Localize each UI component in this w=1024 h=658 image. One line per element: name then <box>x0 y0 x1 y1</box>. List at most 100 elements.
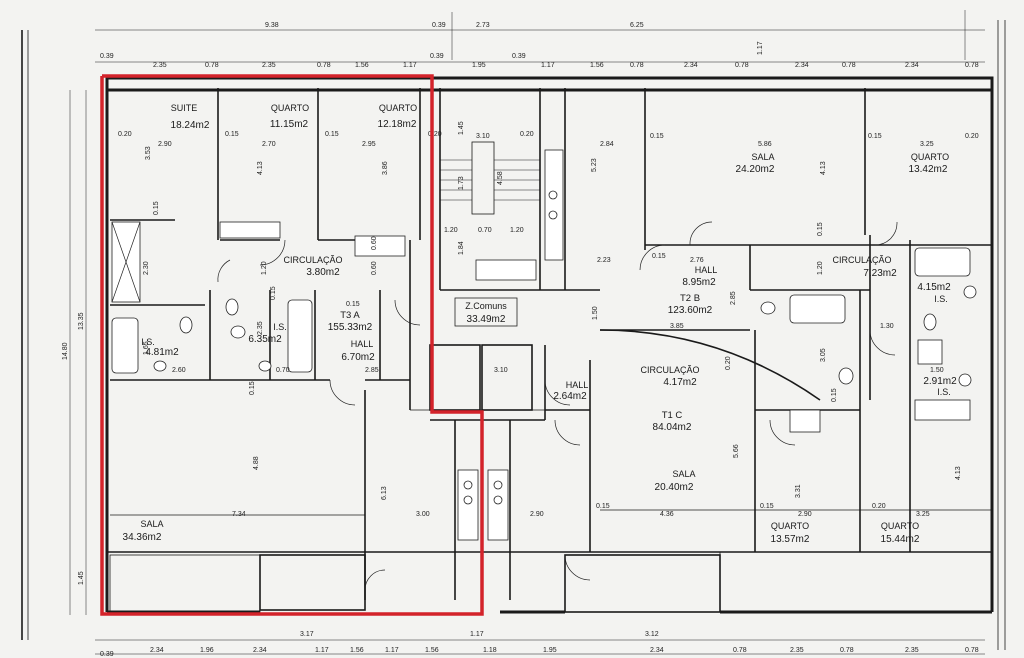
door-icon <box>544 379 571 406</box>
room-name: SALA <box>672 469 695 479</box>
kitchen-counter-icon <box>457 469 479 541</box>
door-icon <box>564 554 591 581</box>
door-icon <box>874 221 898 246</box>
dim-label: 2.95 <box>362 141 376 148</box>
kitchen-counter-icon <box>487 469 509 541</box>
dim-label: 14.80 <box>62 342 69 360</box>
outer-walls <box>105 76 994 614</box>
room-area: 12.18m2 <box>378 119 417 130</box>
common-area-label: Z.Comuns 33.49m2 <box>454 297 518 327</box>
room-area: 13.42m2 <box>909 164 948 175</box>
dim-label: 5.86 <box>758 141 772 148</box>
dim-label: 0.15 <box>868 133 882 140</box>
dim-label: 1.56 <box>355 62 369 69</box>
dim-label: 5.23 <box>591 158 598 172</box>
dim-label: 0.78 <box>205 62 219 69</box>
room-area: 18.24m2 <box>171 120 210 131</box>
dim-label: 2.35 <box>153 62 167 69</box>
dim-label: 2.90 <box>530 511 544 518</box>
dim-label: 1.73 <box>458 176 465 190</box>
dim-label: 1.50 <box>930 367 944 374</box>
dim-label: 1.17 <box>757 41 764 55</box>
dim-label: 1.56 <box>350 647 364 654</box>
room-area: 2.91m2 <box>923 376 957 387</box>
room-name: CIRCULAÇÃO <box>283 255 342 265</box>
dim-label: 0.78 <box>965 62 979 69</box>
door-icon <box>554 419 581 446</box>
dim-label: 0.70 <box>478 227 492 234</box>
dim-label: 0.20 <box>428 131 442 138</box>
dim-label: 0.15 <box>596 503 610 510</box>
dim-label: 2.76 <box>690 257 704 264</box>
bottom-dims: 3.17 1.17 3.12 0.39 2.34 1.96 2.34 1.17 … <box>100 631 979 658</box>
dim-label: 0.20 <box>520 131 534 138</box>
dim-label: 0.60 <box>371 236 378 250</box>
room-area: 4.17m2 <box>663 377 697 388</box>
dim-label: 3.12 <box>645 631 659 638</box>
room-area: 34.36m2 <box>123 532 162 543</box>
room-name: SALA <box>751 152 774 162</box>
room-name: I.S. <box>937 387 951 397</box>
door-icon <box>869 329 896 356</box>
dim-label: 3.00 <box>416 511 430 518</box>
dim-label: 1.56 <box>425 647 439 654</box>
room-area: 33.49m2 <box>467 314 506 325</box>
room-name: I.S. <box>141 337 155 347</box>
sink-icon <box>958 373 972 387</box>
bathtub-icon <box>111 317 139 374</box>
door-icon <box>689 221 713 246</box>
dim-label: 3.53 <box>145 146 152 160</box>
dim-label: 2.23 <box>597 257 611 264</box>
dim-label: 1.20 <box>510 227 524 234</box>
door-icon <box>217 259 231 283</box>
room-name: QUARTO <box>881 521 919 531</box>
wardrobe-icon <box>914 399 971 421</box>
dim-label: 0.15 <box>817 222 824 236</box>
dim-label: 4.13 <box>257 161 264 175</box>
dim-label: 0.15 <box>225 131 239 138</box>
kitchen-counter-icon <box>544 149 564 261</box>
dimension-chains <box>21 10 1006 655</box>
dim-label: 1.17 <box>470 631 484 638</box>
dim-label: 1.17 <box>541 62 555 69</box>
wardrobe-icon <box>789 409 821 433</box>
dim-label: 1.45 <box>458 121 465 135</box>
shower-icon <box>917 339 943 365</box>
dim-label: 3.25 <box>916 511 930 518</box>
toilet-icon <box>179 316 193 334</box>
room-area: 6.70m2 <box>341 352 375 363</box>
dim-label: 0.78 <box>630 62 644 69</box>
room-area: 8.95m2 <box>682 277 716 288</box>
dim-label: 2.35 <box>262 62 276 69</box>
bathtub-icon <box>287 299 313 373</box>
dim-label: 1.45 <box>78 571 85 585</box>
room-area: 13.57m2 <box>771 534 810 545</box>
dim-label: 1.17 <box>385 647 399 654</box>
dim-label: 1.30 <box>880 323 894 330</box>
dim-label: 4.36 <box>660 511 674 518</box>
dim-label: 13.35 <box>78 312 85 330</box>
room-area: 6.35m2 <box>248 334 282 345</box>
dim-label: 3.85 <box>670 323 684 330</box>
bathtub-icon <box>914 247 971 277</box>
dim-label: 1.18 <box>483 647 497 654</box>
door-icon <box>394 299 421 326</box>
dim-label: 0.15 <box>270 286 277 300</box>
inner-dims: 0.20 2.90 0.15 2.70 0.15 2.95 0.20 3.10 … <box>118 121 979 518</box>
dim-label: 0.15 <box>760 503 774 510</box>
dim-label: 0.20 <box>118 131 132 138</box>
dim-label: 0.20 <box>872 503 886 510</box>
room-name: QUARTO <box>911 152 949 162</box>
dim-label: 5.66 <box>733 444 740 458</box>
dim-label: 2.34 <box>650 647 664 654</box>
dim-label: 2.84 <box>600 141 614 148</box>
dim-label: 1.20 <box>261 261 268 275</box>
dim-label: 2.35 <box>257 321 264 335</box>
dim-label: 1.95 <box>543 647 557 654</box>
dim-label: 0.15 <box>249 381 256 395</box>
room-name: QUARTO <box>271 103 309 113</box>
dim-label: 0.15 <box>153 201 160 215</box>
unit-bc-walls <box>545 88 992 613</box>
dim-label: 2.30 <box>143 261 150 275</box>
